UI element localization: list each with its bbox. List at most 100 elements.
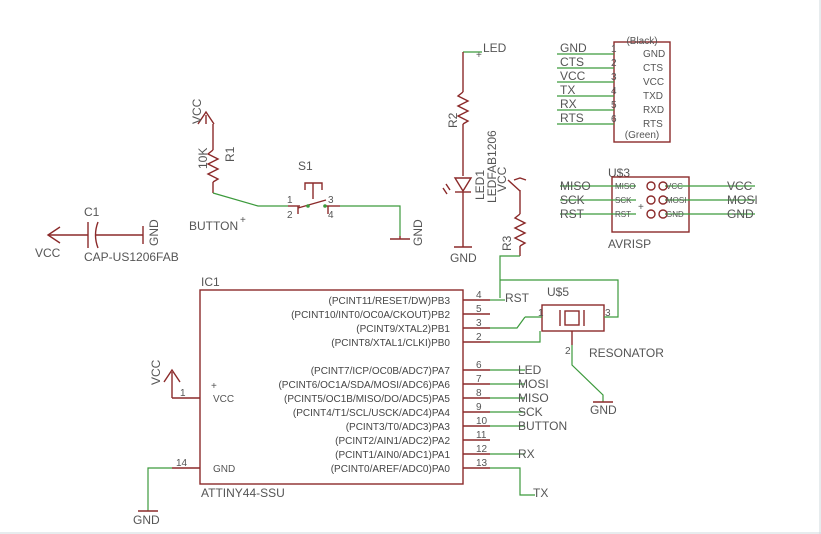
avrisp-value: AVRISP — [608, 237, 651, 251]
ftdi-num-0: 1 — [611, 44, 617, 55]
ic1-net-label-4: LED — [518, 363, 542, 377]
r3-name: R3 — [500, 235, 514, 251]
ic1-pin-name-4: (PCINT7/ICP/OC0B/ADC7)PA7 — [311, 366, 451, 377]
r3-resistor[interactable]: VCC R3 — [495, 166, 527, 256]
r1-zigzag — [206, 149, 220, 183]
ic1-pin-num-4: 6 — [476, 360, 482, 371]
led1-ray1 — [445, 183, 451, 191]
s1-button[interactable]: S1 1 2 3 4 BUTTON + — [189, 159, 340, 233]
isp-left-pad-2 — [646, 209, 656, 219]
r1-value: 10K — [196, 148, 210, 169]
net-res-gnd — [571, 345, 604, 402]
c1-value: CAP-US1206FAB — [84, 250, 179, 264]
led1-value: LEDFAB1206 — [485, 130, 499, 203]
ic1-body — [199, 289, 464, 485]
ftdi-num-1: 2 — [611, 58, 617, 69]
ic1-attiny44[interactable]: IC1 ATTINY44-SSU + 1 VCC VCC 14 GND GND … — [133, 275, 567, 527]
resonator-pin1: 1 — [538, 308, 544, 319]
ic1-pin-num-8: 10 — [476, 416, 488, 427]
resonator-pin2: 2 — [565, 346, 571, 357]
ftdi-pin-2: VCC — [643, 77, 664, 88]
r2-zigzag — [456, 91, 470, 125]
ftdi-net-1: CTS — [560, 55, 584, 69]
resonator-crystal — [564, 310, 580, 326]
resonator-u5[interactable]: U$5 1 3 2 RESONATOR — [538, 285, 664, 360]
ic1-net-label-10: RX — [518, 447, 535, 461]
c1-vcc-label: VCC — [35, 246, 61, 260]
ftdi-num-2: 3 — [611, 72, 617, 83]
ftdi-pin-3: TXD — [643, 91, 663, 102]
ic1-xtal1-wire — [490, 331, 541, 343]
ftdi-net-2: VCC — [560, 69, 586, 83]
s1-junction-left — [306, 204, 310, 208]
ftdi-pin-4: RXD — [643, 105, 664, 116]
ic1-vcc-pin-label: VCC — [213, 394, 234, 405]
s1-gnd-symbol: GND — [390, 219, 425, 246]
isp-origin-mark: + — [638, 202, 644, 213]
ic1-net-label-5: MOSI — [518, 377, 549, 391]
c1-capacitor[interactable]: C1 VCC GND CAP-US1206FAB — [35, 205, 179, 264]
isp-right-pin-2: GND — [666, 210, 684, 219]
ic1-name: IC1 — [201, 275, 220, 289]
led-branch[interactable]: LED + R2 GND LED1 LEDFAB1206 — [442, 41, 507, 265]
ftdi-header-body — [613, 41, 671, 143]
ic1-net-wire-11 — [490, 467, 535, 496]
ic1-gnd-pin-num: 14 — [176, 458, 188, 469]
resonator-value: RESONATOR — [589, 346, 664, 360]
r1-resistor[interactable]: VCC R1 10K — [190, 98, 237, 193]
ic1-pin-name-3: (PCINT8/XTAL1/CLKI)PB0 — [331, 338, 450, 349]
ic1-value: ATTINY44-SSU — [201, 486, 285, 500]
isp-right-pad-2 — [658, 209, 668, 219]
led1-triangle — [453, 177, 473, 193]
ic1-origin-mark: + — [211, 381, 217, 392]
isp-left-net-0: MISO — [560, 179, 591, 193]
ftdi-net-4: RX — [560, 97, 577, 111]
net-s1-gnd — [340, 205, 401, 236]
ftdi-num-5: 6 — [611, 114, 617, 125]
ic1-pin-num-0: 4 — [476, 290, 482, 301]
r1-vcc-label: VCC — [190, 98, 204, 124]
resonator-body — [541, 304, 605, 332]
led-gnd-label: GND — [450, 251, 477, 265]
ftdi-pin-5: RTS — [643, 119, 663, 130]
isp-left-pad-1 — [646, 195, 656, 205]
ic1-vcc-supply: VCC — [149, 359, 163, 385]
r1-vcc-arrow — [197, 110, 215, 125]
ftdi-pin-0: GND — [643, 49, 665, 60]
c1-name: C1 — [84, 205, 100, 219]
r3-vcc-label: VCC — [495, 166, 509, 192]
ic1-pin-name-6: (PCINT5/OC1B/MISO/DO/ADC5)PA5 — [284, 394, 450, 405]
ftdi-net-0: GND — [560, 41, 587, 55]
led-net-mark: + — [476, 50, 482, 61]
ic1-net-label-8: BUTTON — [518, 419, 567, 433]
led1-name: LED1 — [473, 170, 487, 200]
net-res-pin3 — [500, 279, 619, 318]
ic1-net-label-6: MISO — [518, 391, 549, 405]
ic1-gnd-pin-label: GND — [213, 464, 235, 475]
ic1-pin-num-5: 7 — [476, 374, 482, 385]
isp-left-pin-1: SCK — [615, 196, 632, 205]
c1-gnd-label: GND — [147, 219, 161, 246]
ftdi-pin-1: CTS — [643, 63, 663, 74]
ic1-pin-num-2: 3 — [476, 318, 482, 329]
isp-right-pin-0: VCC — [666, 182, 683, 191]
ic1-net-label-11: TX — [533, 486, 548, 500]
ic1-pin-name-9: (PCINT2/AIN1/ADC2)PA2 — [335, 436, 450, 447]
s1-pin3: 3 — [328, 195, 334, 206]
ic1-pin-name-7: (PCINT4/T1/SCL/USCK/ADC4)PA4 — [293, 408, 451, 419]
isp-right-net-1: MOSI — [727, 193, 758, 207]
ic1-vcc-arrow — [163, 368, 181, 383]
isp-left-pin-0: MISO — [615, 182, 635, 191]
r1-name: R1 — [223, 146, 237, 162]
ic1-pin-name-1: (PCINT10/INT0/OC0A/CKOUT)PB2 — [291, 310, 450, 321]
isp-left-pin-2: RST — [615, 210, 631, 219]
net-button-r1 — [212, 192, 288, 207]
s1-pin2: 2 — [287, 210, 293, 221]
ic1-pin-num-7: 9 — [476, 402, 482, 413]
led-net-label: LED — [483, 41, 507, 55]
res-gnd-label: GND — [590, 403, 617, 417]
ftdi-net-5: RTS — [560, 111, 584, 125]
